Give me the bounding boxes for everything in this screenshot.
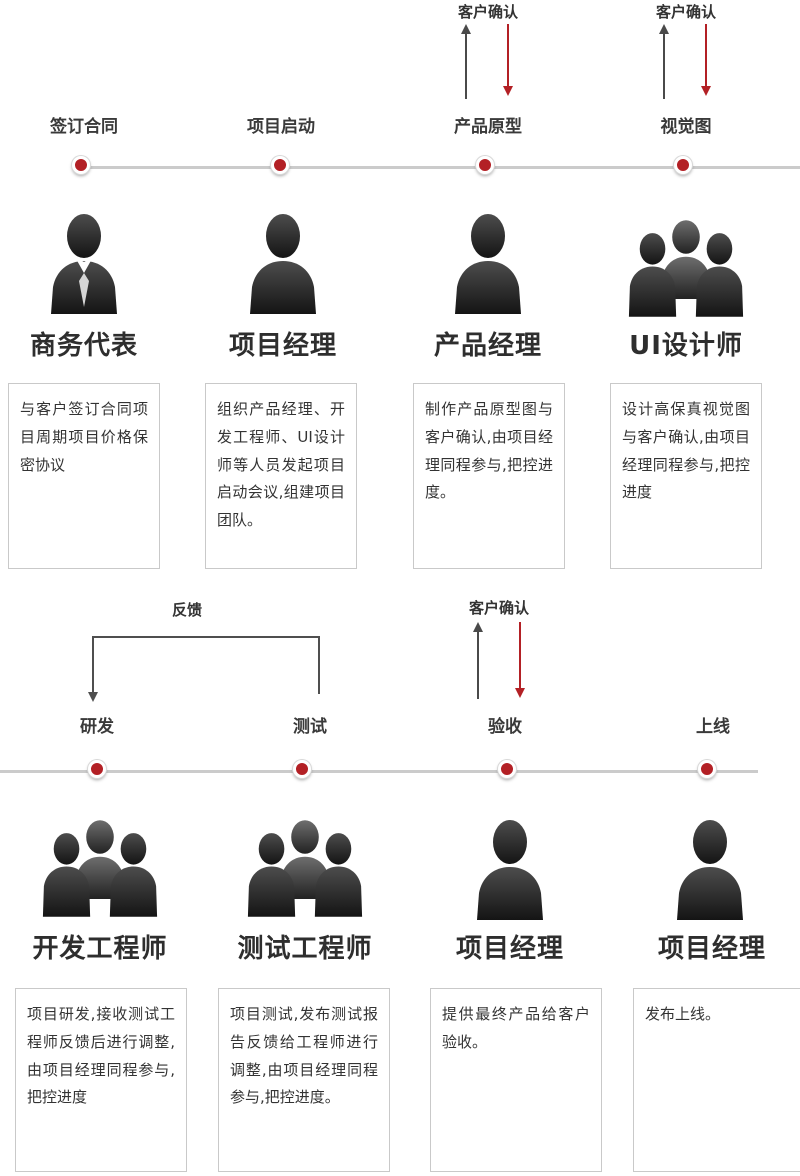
feedback-loop-line (92, 636, 320, 694)
stage-description: 制作产品原型图与客户确认,由项目经理同程参与,把控进度。 (413, 383, 565, 569)
person-tie-icon (41, 212, 127, 314)
timeline-dot (698, 760, 716, 778)
role-label-test-engineer: 测试工程师 (237, 934, 373, 964)
person-icon (467, 818, 553, 920)
arrow-up-icon (473, 622, 483, 632)
stage-label-kickoff: 项目启动 (247, 117, 315, 137)
stage-label-sign-contract: 签订合同 (50, 117, 118, 137)
stage-description: 发布上线。 (633, 988, 800, 1172)
arrow-up-icon (659, 24, 669, 34)
timeline-dot (271, 156, 289, 174)
arrow-down-shaft (507, 24, 509, 86)
stage-description: 项目测试,发布测试报告反馈给工程师进行调整,由项目经理同程参与,把控进度。 (218, 988, 390, 1172)
role-label-project-manager: 项目经理 (657, 934, 767, 964)
stage-description: 组织产品经理、开发工程师、UI设计师等人员发起项目启动会议,组建项目团队。 (205, 383, 357, 569)
stage-label-acceptance: 验收 (488, 717, 522, 737)
role-label-ui-designer: UI设计师 (629, 331, 743, 361)
role-label-project-manager: 项目经理 (455, 934, 565, 964)
stage-description: 与客户签订合同项目周期项目价格保密协议 (8, 383, 160, 569)
person-icon (240, 212, 326, 314)
timeline-dot (498, 760, 516, 778)
stage-label-visual: 视觉图 (660, 117, 712, 137)
timeline-dot (72, 156, 90, 174)
stage-label-launch: 上线 (696, 717, 730, 737)
arrow-down-icon (503, 86, 513, 96)
team-icon (623, 220, 749, 317)
stage-label-testing: 测试 (293, 717, 327, 737)
person-icon (667, 818, 753, 920)
stage-description: 设计高保真视觉图与客户确认,由项目经理同程参与,把控进度 (610, 383, 762, 569)
stage-label-prototype: 产品原型 (454, 117, 522, 137)
team-icon (37, 820, 163, 917)
arrow-down-icon (515, 688, 525, 698)
role-label-dev-engineer: 开发工程师 (32, 934, 168, 964)
customer-confirm-label: 客户确认 (457, 3, 519, 21)
timeline-dot (88, 760, 106, 778)
arrow-down-icon (701, 86, 711, 96)
timeline-dot (674, 156, 692, 174)
arrow-up-shaft (465, 33, 467, 99)
customer-confirm-label: 客户确认 (468, 599, 530, 617)
arrow-down-icon (88, 692, 98, 702)
arrow-up-icon (461, 24, 471, 34)
arrow-up-shaft (477, 631, 479, 699)
arrow-down-shaft (519, 622, 521, 688)
feedback-label: 反馈 (171, 601, 203, 619)
timeline-top (76, 166, 800, 169)
stage-description: 提供最终产品给客户验收。 (430, 988, 602, 1172)
role-label-business-rep: 商务代表 (29, 331, 139, 361)
role-label-project-manager: 项目经理 (228, 331, 338, 361)
timeline-bottom (0, 770, 758, 773)
arrow-down-shaft (705, 24, 707, 86)
timeline-dot (476, 156, 494, 174)
team-icon (242, 820, 368, 917)
timeline-dot (293, 760, 311, 778)
stage-description: 项目研发,接收测试工程师反馈后进行调整,由项目经理同程参与,把控进度 (15, 988, 187, 1172)
person-icon (445, 212, 531, 314)
customer-confirm-label: 客户确认 (655, 3, 717, 21)
role-label-product-manager: 产品经理 (433, 331, 543, 361)
stage-label-development: 研发 (80, 717, 114, 737)
arrow-up-shaft (663, 33, 665, 99)
